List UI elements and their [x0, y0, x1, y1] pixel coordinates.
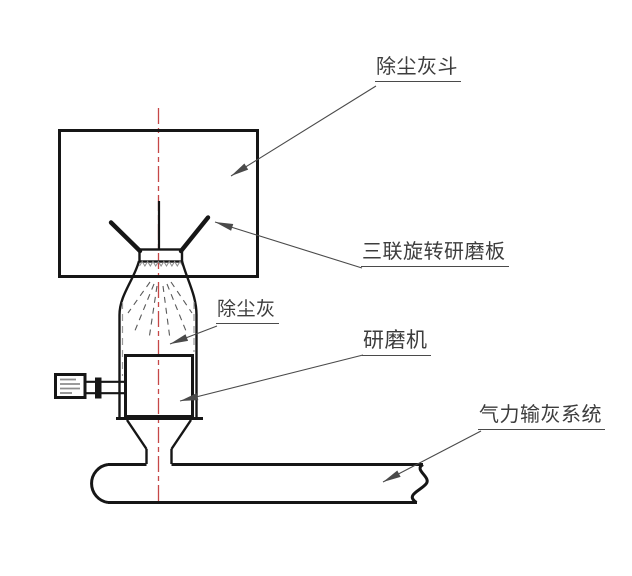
- vessel-body: [116, 260, 203, 464]
- leader-conveying-system: [382, 430, 482, 483]
- drive-shaft: [85, 377, 125, 399]
- label-dust-ash: 除尘灰: [216, 299, 279, 324]
- shaft-coupling: [95, 377, 102, 399]
- grinding-plates: [108, 215, 211, 254]
- label-grinder: 研磨机: [362, 329, 431, 357]
- leader-grinding-plate: [214, 221, 363, 269]
- leader-lines: [169, 85, 482, 483]
- leader-grinder: [179, 354, 364, 402]
- plate-housing: [138, 248, 184, 267]
- serration-hatch: [139, 260, 184, 267]
- label-dust-hopper: 除尘灰斗: [375, 56, 461, 82]
- dust-spray-dashes: [127, 281, 193, 340]
- motor: [54, 373, 87, 399]
- grinder-box: [124, 354, 194, 418]
- dust-hopper-box: [58, 129, 259, 278]
- conveying-pipe: [90, 463, 429, 504]
- leader-dust-ash: [169, 325, 218, 345]
- label-triple-rotary-grinding-plate: 三联旋转研磨板: [361, 241, 509, 267]
- hidden-lines: [121, 302, 195, 376]
- pipe-break-line: [410, 463, 429, 504]
- pipe-end-cap: [90, 463, 109, 504]
- label-pneumatic-ash-conveying-system: 气力输灰系统: [478, 404, 605, 430]
- leader-dust-hopper: [230, 85, 377, 177]
